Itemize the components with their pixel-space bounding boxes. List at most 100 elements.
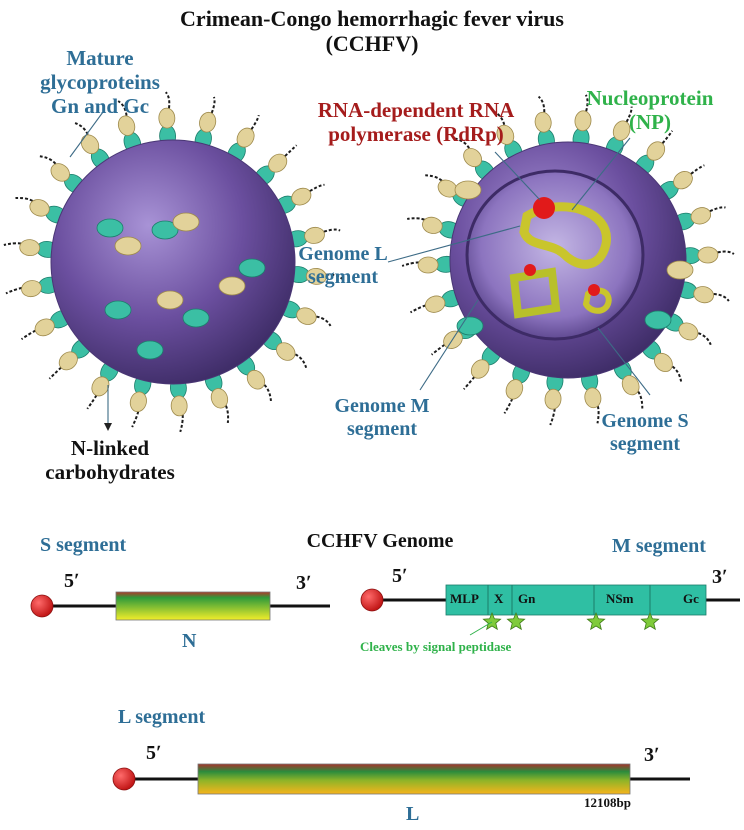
s-segment-n-gene bbox=[115, 591, 271, 621]
cleavage-star-icon bbox=[506, 611, 526, 631]
gc-spike bbox=[296, 307, 317, 325]
pointer-lines bbox=[69, 111, 651, 431]
carbohydrate-chain bbox=[620, 106, 633, 132]
gc-spike bbox=[697, 246, 719, 264]
gc-spike bbox=[470, 359, 490, 379]
s-five-prime: 5ʹ bbox=[64, 570, 80, 592]
gn-spike bbox=[136, 340, 164, 360]
gc-spike bbox=[218, 276, 246, 296]
s-three-prime: 3ʹ bbox=[296, 572, 312, 594]
carbohydrates-line-2: carbohydrates bbox=[45, 460, 175, 485]
carbohydrates-label: N-linked carbohydrates bbox=[10, 436, 210, 484]
gc-spike bbox=[574, 110, 592, 132]
genome-m-line-2: segment bbox=[347, 418, 417, 440]
gn-spike bbox=[238, 258, 266, 278]
carbohydrate-chain bbox=[655, 130, 674, 152]
l-segment-label: L segment bbox=[118, 706, 206, 728]
gc-spike bbox=[584, 387, 602, 409]
l-three-prime: 3ʹ bbox=[644, 744, 660, 766]
left-virion-envelope bbox=[50, 139, 296, 385]
gc-spike bbox=[114, 236, 142, 256]
left-virion-front-spikes bbox=[96, 212, 266, 360]
s-segment-cap bbox=[30, 594, 54, 618]
gc-spike bbox=[170, 395, 188, 417]
gn-spike bbox=[644, 310, 672, 330]
gc-spike bbox=[34, 318, 55, 337]
carbohydrate-chain bbox=[314, 228, 341, 237]
gc-spike bbox=[424, 295, 446, 313]
l-segment-l-gene bbox=[197, 763, 631, 795]
gc-spike bbox=[544, 388, 562, 410]
right-virion-front-spikes bbox=[454, 180, 694, 336]
gn-spike bbox=[104, 300, 132, 320]
gc-spike bbox=[91, 376, 110, 397]
gc-spike bbox=[417, 256, 439, 274]
gc-spike bbox=[693, 286, 714, 304]
gc-spike bbox=[129, 391, 147, 413]
gc-spike bbox=[621, 375, 640, 396]
m-domain-x: X bbox=[494, 591, 504, 606]
carbohydrates-line-1: N-linked bbox=[70, 436, 150, 460]
gn-spike bbox=[96, 218, 124, 238]
gc-spike bbox=[172, 212, 200, 232]
gc-spike bbox=[19, 239, 41, 257]
gn-spike bbox=[151, 220, 179, 240]
l-gene-label: L bbox=[406, 803, 420, 825]
genome-m-line-1: Genome M bbox=[334, 395, 430, 417]
gc-spike bbox=[246, 369, 266, 390]
gc-spike bbox=[612, 120, 631, 141]
gc-spike bbox=[654, 352, 673, 373]
genome-m-label: Genome M segment bbox=[322, 395, 442, 441]
gc-spike bbox=[50, 163, 70, 182]
glycoproteins-line-2: glycoproteins bbox=[40, 70, 160, 95]
gc-spike bbox=[276, 342, 296, 361]
glycoproteins-line-3: Gn and Gc bbox=[50, 94, 150, 119]
gc-spike bbox=[29, 199, 50, 217]
gc-spike bbox=[505, 379, 524, 400]
right-virion-cutaway bbox=[465, 169, 645, 341]
genome-s-label: Genome S segment bbox=[585, 410, 705, 456]
genome-s-line-1: Genome S bbox=[601, 410, 689, 432]
l-segment-cap bbox=[112, 767, 136, 791]
l-five-prime: 5ʹ bbox=[146, 742, 162, 764]
gc-spike bbox=[199, 111, 217, 133]
carbohydrate-chain bbox=[682, 164, 705, 181]
rdrp-line-2: polymerase (RdRp) bbox=[328, 122, 504, 147]
rdrp-line-1: RNA-dependent RNA bbox=[317, 98, 515, 122]
s-gene-n-label: N bbox=[182, 630, 197, 652]
rdrp-m bbox=[524, 264, 536, 276]
cleavage-stars bbox=[482, 611, 660, 631]
gc-spike bbox=[646, 141, 666, 161]
genome-title: CCHFV Genome bbox=[306, 530, 454, 552]
l-length-label: 12108bp bbox=[584, 795, 631, 810]
gc-spike bbox=[156, 290, 184, 310]
gc-spike bbox=[443, 330, 463, 349]
gc-spike bbox=[690, 207, 712, 225]
m-segment-label: M segment bbox=[612, 535, 706, 557]
m-three-prime: 3ʹ bbox=[712, 566, 728, 588]
gc-spike bbox=[666, 260, 694, 280]
gc-spike bbox=[454, 180, 482, 200]
carbohydrate-chain bbox=[206, 96, 216, 123]
cleavage-star-icon bbox=[640, 611, 660, 631]
nucleoprotein-label: Nucleoprotein (NP) bbox=[575, 86, 725, 134]
genome-l-line-1: Genome L bbox=[298, 243, 388, 265]
gc-spike bbox=[305, 267, 327, 285]
nucleoprotein-line-1: Nucleoprotein bbox=[586, 86, 714, 110]
genome-l-line-2: segment bbox=[308, 266, 378, 288]
gc-spike bbox=[678, 322, 699, 341]
gc-spike bbox=[463, 147, 482, 168]
rdrp-s bbox=[588, 284, 600, 296]
gc-spike bbox=[496, 124, 515, 145]
gc-spike bbox=[58, 351, 78, 371]
nucleoprotein-line-2: (NP) bbox=[629, 110, 671, 135]
m-segment-diagram bbox=[360, 584, 740, 636]
glycoproteins-line-1: Mature bbox=[66, 46, 134, 70]
m-domain-mlp: MLP bbox=[450, 591, 479, 606]
gc-spike bbox=[673, 171, 693, 190]
gc-spike bbox=[268, 153, 288, 173]
genome-l-label: Genome L segment bbox=[288, 243, 398, 289]
gc-spike bbox=[158, 107, 176, 129]
carbohydrate-chain bbox=[300, 183, 325, 198]
